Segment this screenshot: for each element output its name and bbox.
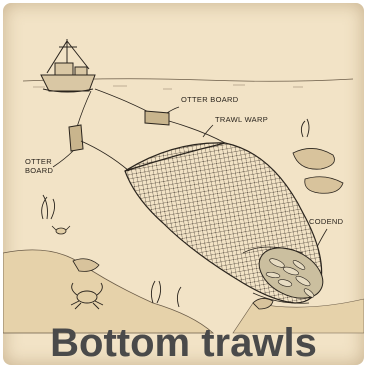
label-otter-board-top: OTTER BOARD bbox=[181, 95, 238, 104]
bridle-top bbox=[169, 121, 225, 143]
page-title: Bottom trawls bbox=[3, 321, 364, 365]
illustration-frame: OTTER BOARD TRAWL WARP OTTER BOARD CODEN… bbox=[3, 3, 364, 365]
pointer-codend bbox=[317, 229, 327, 247]
pointer-otter-top bbox=[167, 107, 179, 113]
label-trawl-warp: TRAWL WARP bbox=[215, 115, 268, 124]
label-otter-board-left-line2: BOARD bbox=[25, 166, 53, 175]
pointer-otter-left bbox=[53, 151, 73, 167]
trawl-warp-line-left bbox=[77, 91, 91, 127]
crab-icon-small bbox=[52, 226, 70, 234]
otter-board-top-shape bbox=[145, 111, 169, 125]
label-codend: CODEND bbox=[309, 217, 343, 226]
ship-icon bbox=[41, 39, 95, 92]
bridle-left bbox=[81, 141, 129, 171]
otter-board-left-shape bbox=[69, 125, 83, 151]
label-otter-board-left-line1: OTTER bbox=[25, 157, 52, 166]
bottom-trawl-illustration bbox=[3, 3, 364, 365]
